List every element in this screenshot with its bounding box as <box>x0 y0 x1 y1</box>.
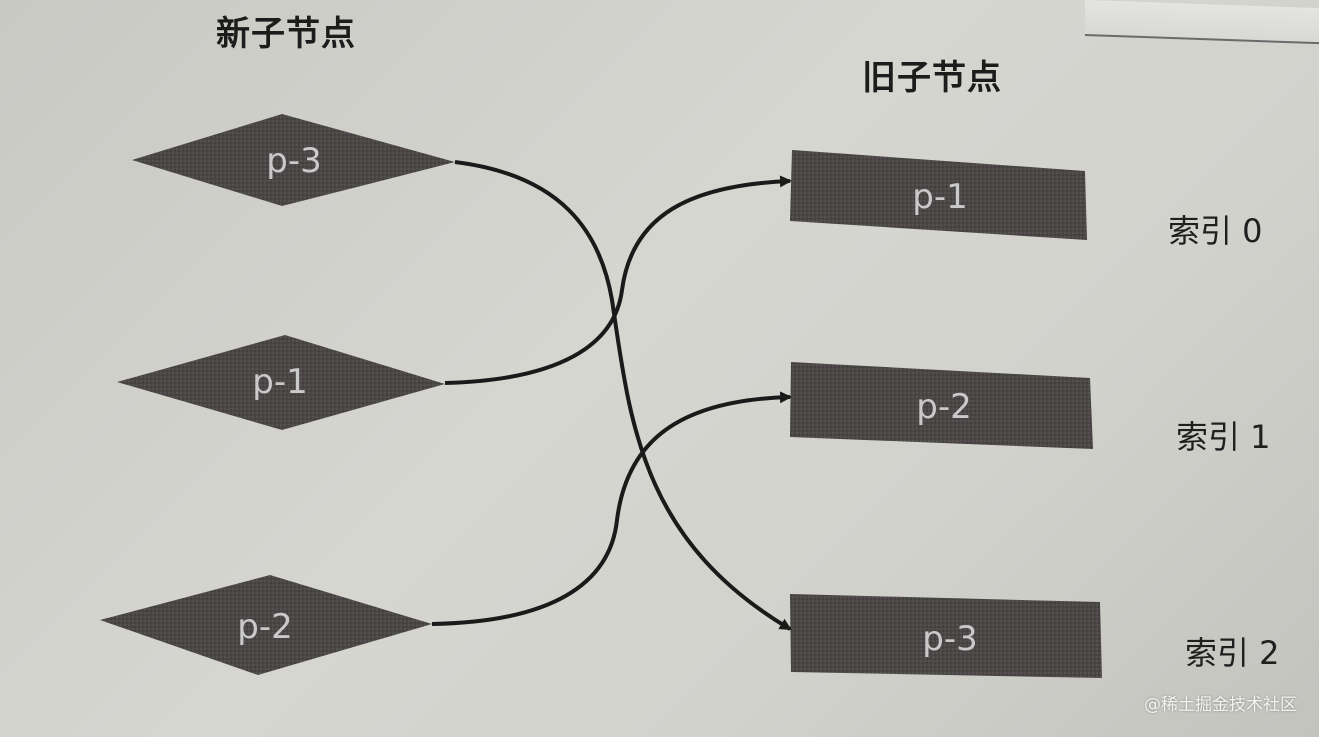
old-children-heading: 旧子节点 <box>862 58 1002 98</box>
old-node-p2: p-2 <box>790 362 1093 449</box>
arrow-p2-to-old-p2 <box>431 391 792 626</box>
arrow-p1-to-old-p1 <box>444 175 792 385</box>
old-node-p1: p-1 <box>790 150 1087 240</box>
new-node-p1-label: p-1 <box>252 362 307 402</box>
new-node-p1: p-1 <box>117 335 445 430</box>
old-node-p1-label: p-1 <box>912 177 967 217</box>
old-node-p3: p-3 <box>790 594 1102 678</box>
watermark: @稀土掘金技术社区 <box>1144 695 1297 715</box>
old-node-index-1: 索引 1 <box>1176 418 1271 456</box>
new-node-p3-label: p-3 <box>266 141 321 181</box>
old-node-index-2: 索引 2 <box>1185 634 1280 672</box>
new-node-p2-label: p-2 <box>237 607 292 647</box>
old-node-p3-label: p-3 <box>922 619 977 659</box>
old-node-index-0: 索引 0 <box>1168 212 1263 250</box>
new-children-heading: 新子节点 <box>216 14 356 54</box>
old-node-p2-label: p-2 <box>916 387 971 427</box>
new-node-p3: p-3 <box>132 114 455 206</box>
new-node-p2: p-2 <box>100 575 432 675</box>
arrow-p3-to-old-p3 <box>454 160 792 631</box>
